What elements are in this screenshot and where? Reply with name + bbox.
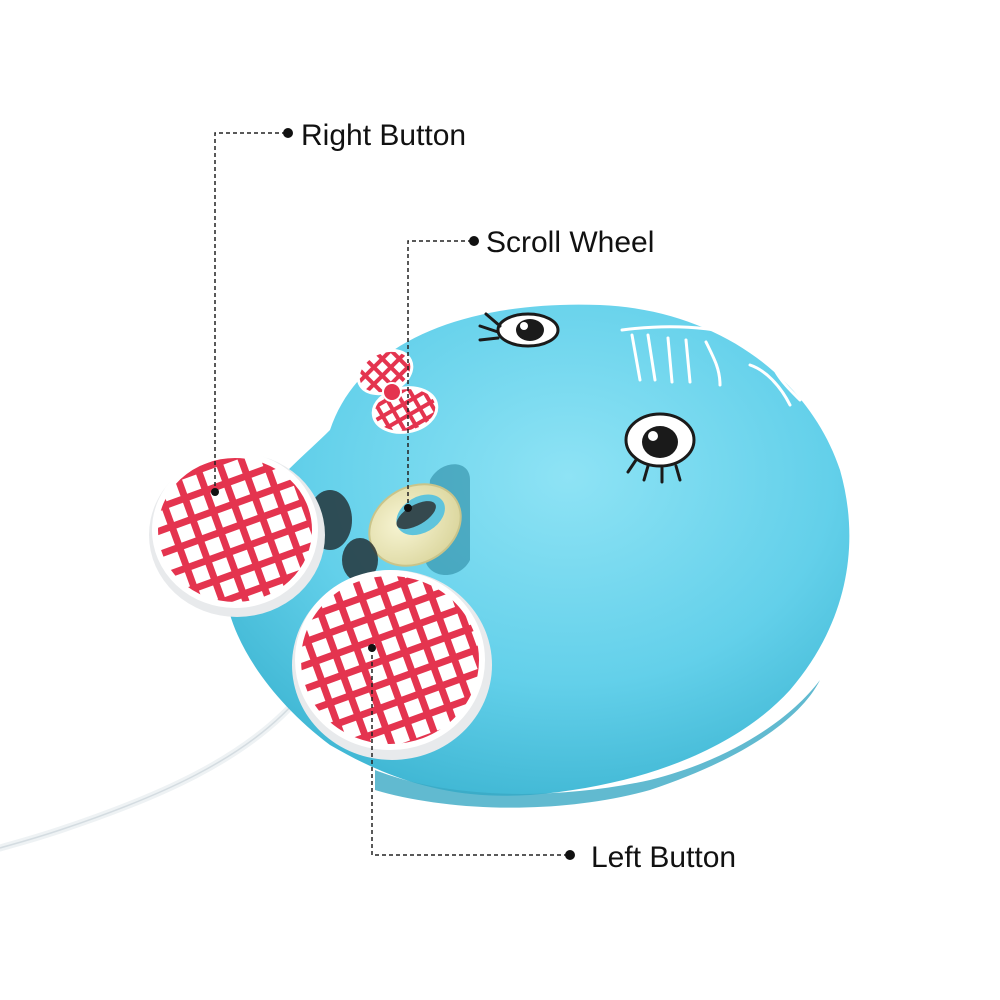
leader-right-button [214, 132, 286, 490]
mouse-cable [0, 686, 309, 852]
scroll-wheel-label: Scroll Wheel [486, 226, 655, 259]
leader-lines [214, 132, 568, 856]
left-button-label: Left Button [591, 841, 737, 874]
leader-scroll-wheel [407, 240, 472, 508]
eye-upper [478, 312, 560, 348]
right-button [149, 452, 325, 617]
whisker-decoration [620, 325, 802, 407]
bow-decoration [356, 348, 439, 434]
leader-dots [211, 128, 575, 860]
eye-lower [624, 412, 696, 484]
leader-left-button [371, 648, 568, 856]
right-button-label: Right Button [301, 119, 467, 152]
left-button [292, 570, 492, 760]
